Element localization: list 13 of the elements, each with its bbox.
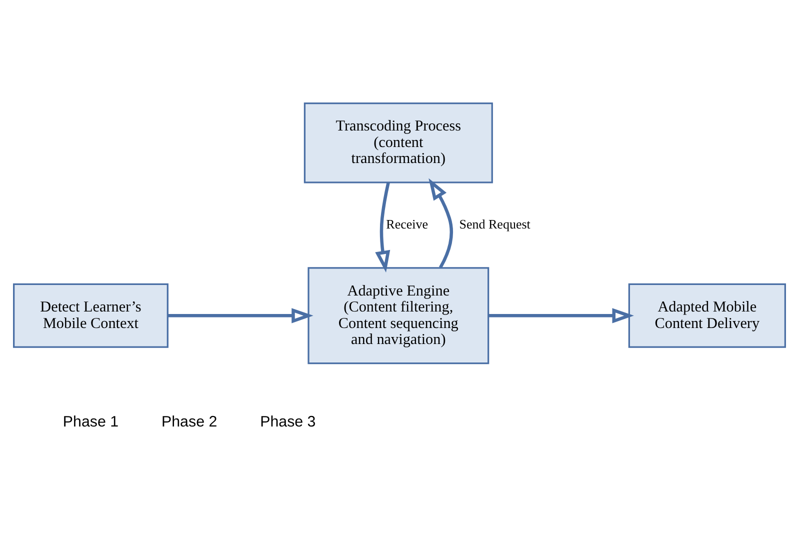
node-box: Adapted Mobile Content Delivery: [628, 283, 786, 348]
arrow: [167, 308, 313, 324]
node-box: Detect Learner’s Mobile Context: [12, 283, 168, 348]
node-box: Adaptive Engine (Content filtering, Content sequencing and navigation): [307, 267, 489, 364]
edge-label: Receive: [386, 216, 428, 232]
arrow: [488, 308, 634, 324]
arrow: [428, 178, 452, 268]
node-box: Transcoding Process (content transformation): [303, 102, 492, 184]
arrow: [374, 182, 390, 273]
label: Phase 3: [260, 413, 316, 430]
edge-label: Send Request: [458, 216, 530, 232]
label: Phase 1: [62, 413, 118, 430]
label: Phase 2: [161, 413, 217, 430]
